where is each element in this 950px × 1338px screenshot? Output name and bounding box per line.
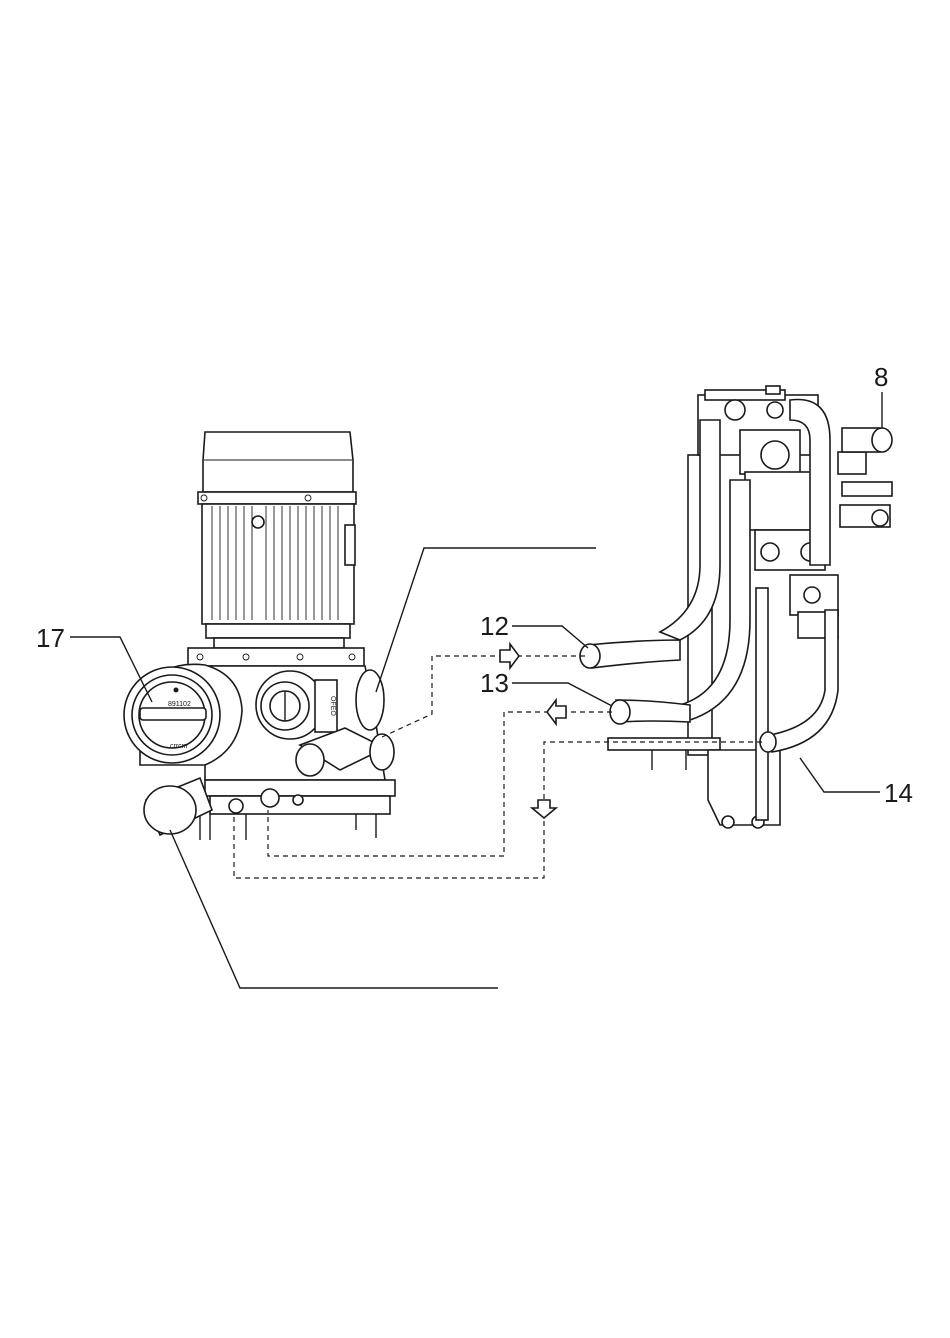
- plate-code-text: OFEO: [329, 696, 336, 716]
- callout-12: 12: [480, 611, 509, 641]
- flow-arrow-12: [500, 644, 519, 668]
- cap-text: crrcm: [170, 743, 188, 750]
- hose-8-connector: [842, 428, 892, 452]
- motor-pump-assembly: OFEO 891102 crrcm: [124, 432, 395, 840]
- manifold-assembly: [580, 386, 892, 828]
- leader-12: [512, 626, 588, 648]
- suction-pipe: [144, 778, 212, 835]
- callout-13: 13: [480, 668, 509, 698]
- leader-13: [512, 683, 612, 706]
- callout-17: 17: [36, 623, 65, 653]
- leader-unlabeled-lower: [170, 830, 498, 988]
- filter-cap: 891102 crrcm: [124, 664, 242, 765]
- filter-code-text: 891102: [168, 701, 191, 708]
- callout-14: 14: [884, 778, 913, 808]
- leader-14: [800, 758, 880, 792]
- callout-8: 8: [874, 362, 888, 392]
- flow-arrow-14: [532, 800, 556, 818]
- flow-arrow-13: [547, 700, 566, 724]
